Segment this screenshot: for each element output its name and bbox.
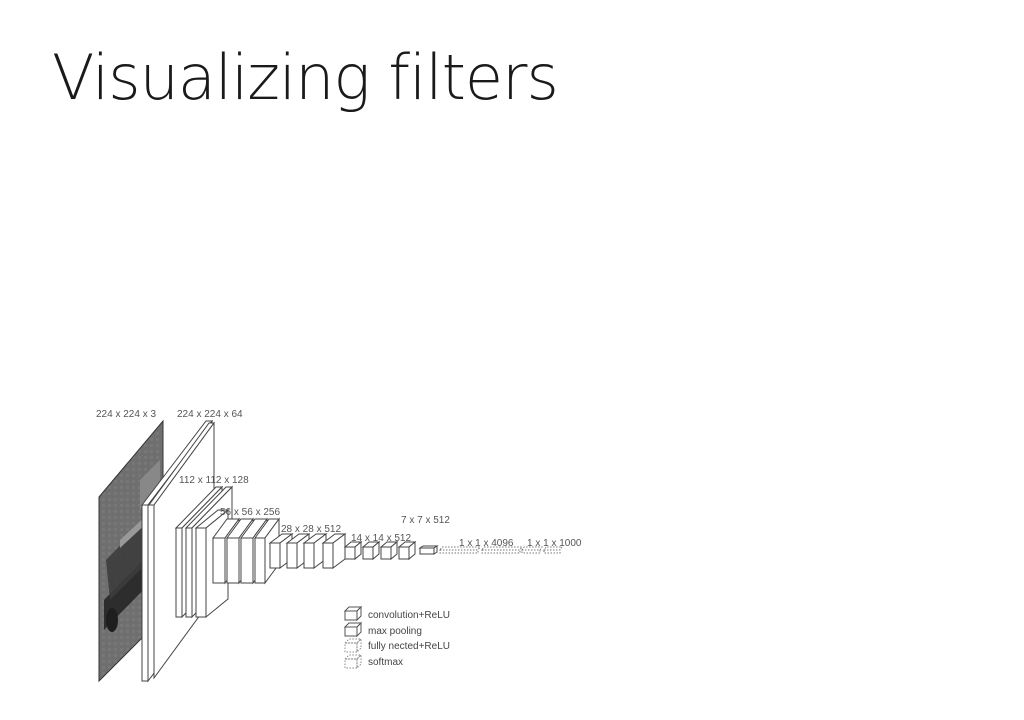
block-label-3: 56 x 56 x 256	[220, 507, 280, 518]
slide-title: Visualizing filters	[52, 41, 559, 114]
cube-icon	[343, 637, 363, 654]
legend-item-fc: fully nected+ReLU	[343, 637, 450, 654]
legend-item-conv: convolution+ReLU	[343, 605, 450, 622]
block-label-2: 112 x 112 x 128	[179, 475, 249, 486]
block-label-5: 14 x 14 x 512	[351, 533, 411, 544]
cube-icon	[343, 621, 363, 638]
block-label-1: 224 x 224 x 64	[177, 409, 243, 420]
block-label-8: 1 x 1 x 1000	[527, 538, 582, 549]
conv-block-4	[268, 533, 347, 569]
cube-icon	[343, 653, 363, 670]
legend-item-pool: max pooling	[343, 621, 422, 638]
legend-label-softmax: softmax	[368, 657, 403, 668]
legend-item-softmax: softmax	[343, 653, 403, 670]
legend-label-fc: fully nected+ReLU	[368, 641, 450, 652]
conv-block-3	[212, 517, 280, 585]
fc-layers	[439, 546, 563, 554]
legend-label-pool: max pooling	[368, 626, 422, 637]
block-label-7: 1 x 1 x 4096	[459, 538, 514, 549]
legend-label-conv: convolution+ReLU	[368, 610, 450, 621]
block-label-6: 7 x 7 x 512	[401, 515, 450, 526]
input-size-label: 224 x 224 x 3	[96, 409, 156, 420]
pool-block-6	[418, 545, 439, 555]
block-label-4: 28 x 28 x 512	[281, 524, 341, 535]
conv-block-5	[343, 540, 417, 561]
legend: convolution+ReLU max pooling fully necte…	[343, 605, 450, 670]
cube-icon	[343, 605, 363, 622]
